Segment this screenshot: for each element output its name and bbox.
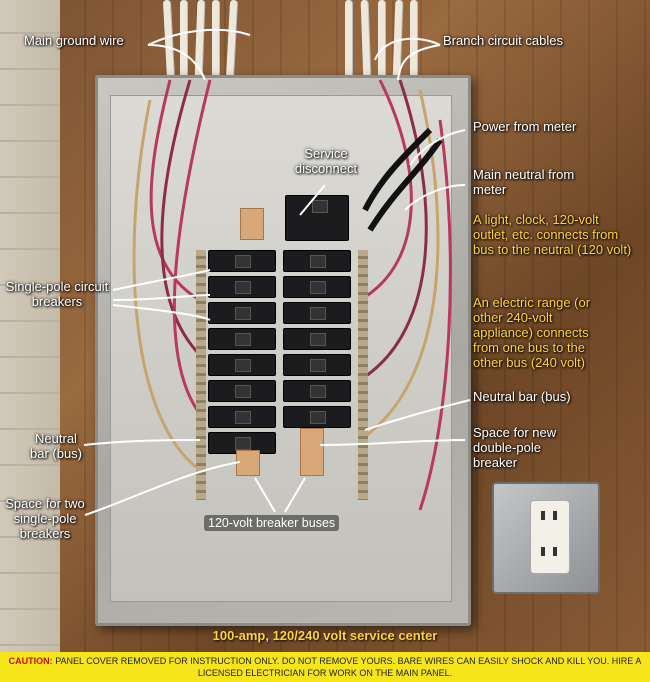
neutral-bar-left [196, 250, 206, 500]
circuit-breaker [283, 302, 351, 324]
circuit-breaker [283, 276, 351, 298]
label-branch-circuit-cables: Branch circuit cables [443, 33, 563, 48]
circuit-breaker [283, 250, 351, 272]
circuit-breaker [283, 380, 351, 402]
cable [180, 0, 187, 80]
label-electric-range: An electric range (or other 240-volt app… [473, 295, 591, 370]
breaker-bus-tab [240, 208, 264, 240]
cable [345, 0, 352, 80]
caution-banner: CAUTION: PANEL COVER REMOVED FOR INSTRUC… [0, 652, 650, 682]
label-main-ground-wire: Main ground wire [24, 33, 124, 48]
circuit-breaker [208, 276, 276, 298]
brick-wall [0, 0, 60, 682]
label-single-pole-breakers: Single-pole circuit breakers [5, 279, 109, 309]
label-power-from-meter: Power from meter [473, 119, 577, 134]
breaker-column-right [283, 250, 351, 432]
circuit-breaker [283, 328, 351, 350]
circuit-breaker [208, 250, 276, 272]
circuit-breaker [208, 302, 276, 324]
circuit-breaker [283, 354, 351, 376]
label-neutral-bar-right: Neutral bar (bus) [473, 389, 571, 404]
label-space-double-pole: Space for new double-pole breaker [473, 425, 557, 470]
circuit-breaker [208, 354, 276, 376]
label-main-neutral: Main neutral from meter [473, 167, 575, 197]
caution-prefix: CAUTION: [8, 656, 53, 666]
caution-text: PANEL COVER REMOVED FOR INSTRUCTION ONLY… [55, 656, 642, 678]
circuit-breaker [208, 328, 276, 350]
gfci-outlet [530, 500, 570, 574]
cable [410, 0, 417, 80]
cable [212, 0, 219, 80]
label-light-clock: A light, clock, 120-volt outlet, etc. co… [473, 212, 632, 257]
breaker-bus-tab [300, 428, 324, 476]
label-neutral-bar-left: Neutral bar (bus) [29, 431, 83, 461]
figure-caption: 100-amp, 120/240 volt service center [212, 628, 438, 643]
label-space-two-single-pole: Space for two single-pole breakers [5, 496, 85, 541]
breaker-column-left [208, 250, 276, 458]
label-service-disconnect: Service disconnect [294, 146, 358, 176]
circuit-breaker [208, 406, 276, 428]
label-breaker-buses: 120-volt breaker buses [204, 515, 340, 531]
circuit-breaker [283, 406, 351, 428]
neutral-bar-right [358, 250, 368, 500]
cable [378, 0, 385, 80]
circuit-breaker [208, 380, 276, 402]
